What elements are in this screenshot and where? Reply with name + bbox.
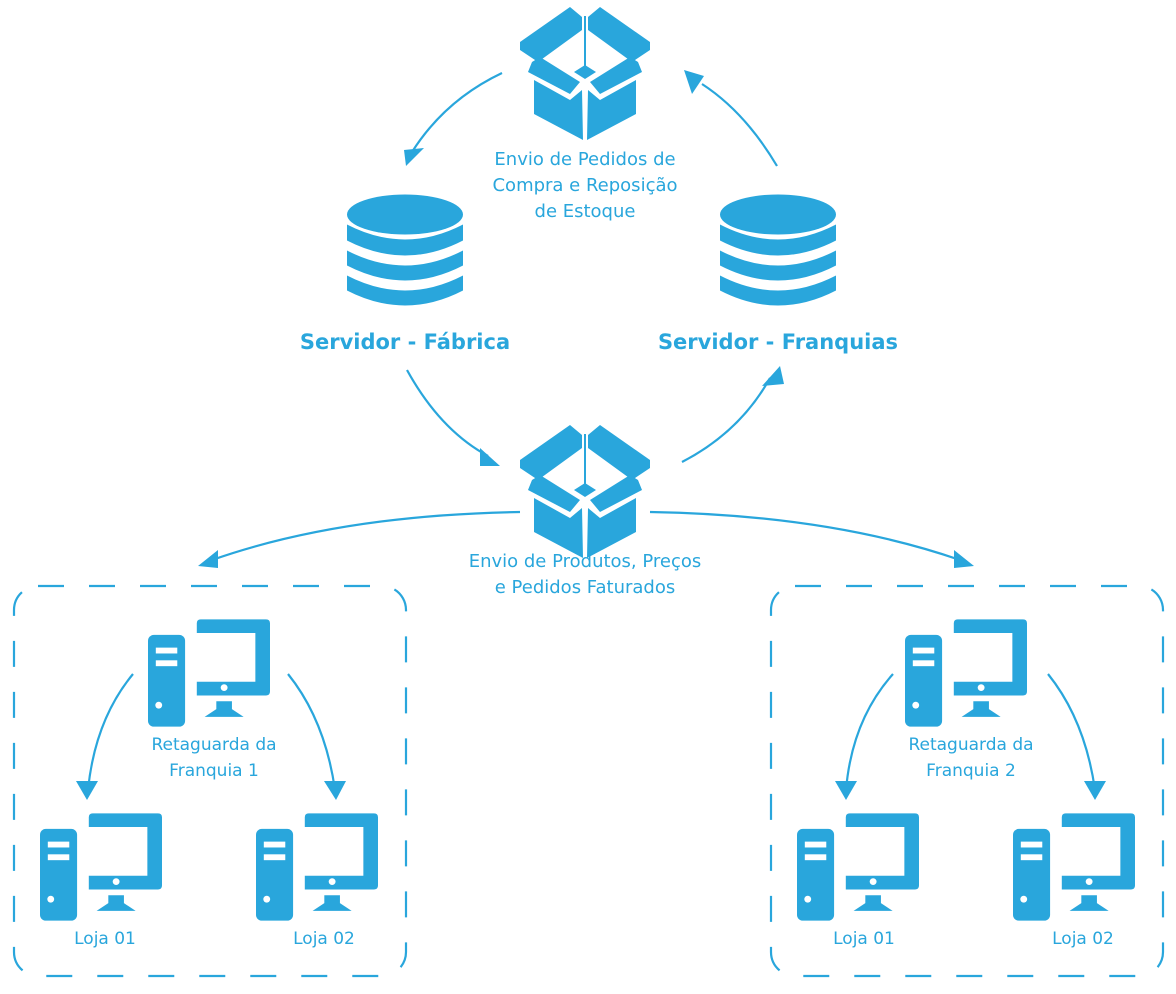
arrowhead	[324, 781, 346, 800]
arrowhead	[480, 448, 500, 466]
desktop-computer-icon	[905, 619, 1027, 727]
top-flow-label-line: Compra e Reposição	[492, 175, 678, 196]
arrow-box-to-factory	[411, 72, 503, 153]
open-box-icon	[520, 7, 650, 140]
open-box-icon	[520, 425, 650, 558]
arrow-to-franchise-1	[211, 510, 521, 562]
bottom-flow-label: Envio de Produtos, Preços e Pedidos Fatu…	[435, 549, 735, 601]
server-franchises-label: Servidor - Franquias	[657, 330, 899, 354]
backoffice-label-line: Franquia 2	[926, 761, 1016, 781]
arrowhead	[1084, 781, 1106, 800]
arrowhead	[684, 70, 704, 94]
backoffice-label-line: Retaguarda da	[908, 735, 1034, 755]
arrowhead	[404, 148, 424, 166]
franchise-1-store-2-label: Loja 02	[293, 929, 355, 949]
desktop-computer-icon	[40, 813, 162, 921]
backoffice-label-line: Franquia 1	[169, 761, 259, 781]
desktop-computer-icon	[1013, 813, 1135, 921]
arrow-backoffice1-to-store1	[86, 673, 134, 791]
arrow-backoffice2-to-store1	[844, 673, 894, 791]
desktop-computer-icon	[256, 813, 378, 921]
top-flow-label-line: Envio de Pedidos de	[494, 149, 676, 170]
bottom-flow-label-line: Envio de Produtos, Preços	[468, 551, 702, 572]
desktop-computer-icon	[148, 619, 270, 727]
database-icon	[720, 194, 836, 306]
top-flow-label-line: de Estoque	[534, 201, 636, 222]
backoffice-label-line: Retaguarda da	[151, 735, 277, 755]
franchise-1-group	[12, 584, 408, 978]
database-icon	[347, 194, 463, 306]
arrow-factory-to-box	[406, 369, 489, 457]
desktop-computer-icon	[797, 813, 919, 921]
arrow-backoffice2-to-store2	[1047, 673, 1097, 791]
arrow-to-franchise-2	[649, 510, 961, 562]
arrowhead	[835, 781, 857, 800]
franchise-1-store-1-label: Loja 01	[74, 929, 136, 949]
franchise-2-store-2-label: Loja 02	[1052, 929, 1114, 949]
bottom-flow-label-line: e Pedidos Faturados	[494, 577, 676, 598]
server-factory-label: Servidor - Fábrica	[299, 330, 511, 354]
franchise-2-group	[769, 584, 1165, 978]
top-flow-label: Envio de Pedidos de Compra e Reposição d…	[465, 147, 705, 225]
arrow-box-to-franchise-server	[681, 377, 771, 463]
arrowhead	[762, 366, 784, 386]
arrowhead	[76, 781, 98, 800]
arrow-backoffice1-to-store2	[287, 673, 337, 791]
backoffice-2-label: Retaguarda da Franquia 2	[881, 732, 1061, 784]
arrowhead	[198, 550, 218, 568]
arrow-franchise-server-to-box	[701, 83, 778, 167]
backoffice-1-label: Retaguarda da Franquia 1	[124, 732, 304, 784]
arrowhead	[954, 550, 974, 568]
franchise-2-store-1-label: Loja 01	[833, 929, 895, 949]
